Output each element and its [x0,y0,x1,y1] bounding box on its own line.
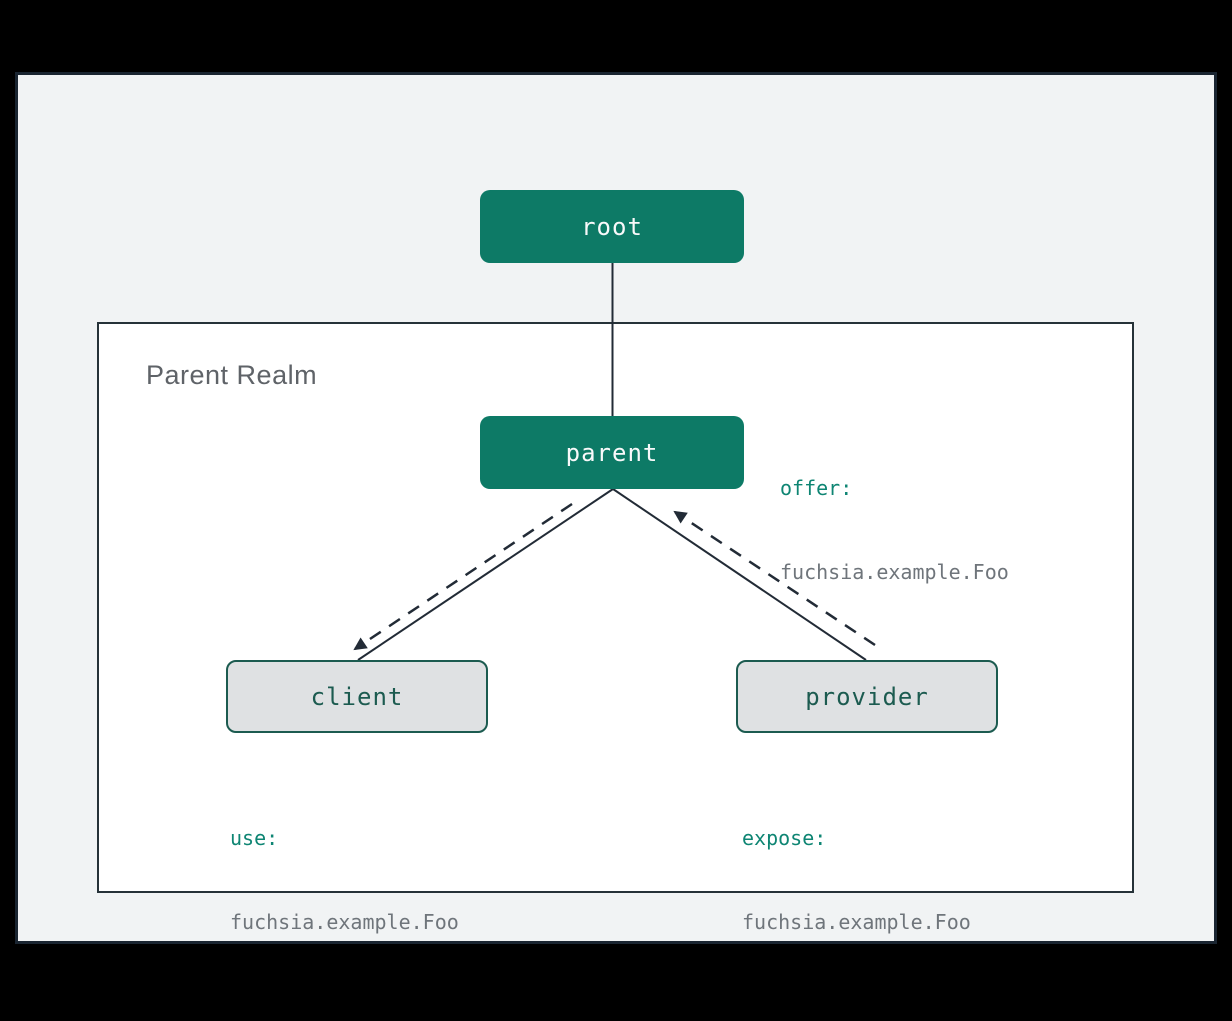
annotation-expose-value: fuchsia.example.Foo [742,910,971,934]
annotation-expose: expose: fuchsia.example.Foo [742,768,971,992]
node-provider: provider [736,660,998,733]
node-provider-label: provider [805,682,929,711]
annotation-offer: offer: fuchsia.example.Foo [780,418,1009,642]
annotation-use-keyword: use: [230,826,279,850]
node-client-label: client [310,682,404,711]
parent-realm-label: Parent Realm [146,360,318,390]
annotation-use: use: fuchsia.example.Foo [230,768,459,992]
node-client: client [226,660,488,733]
annotation-expose-keyword: expose: [742,826,827,850]
node-root-label: root [581,212,643,241]
node-parent-label: parent [565,438,659,467]
annotation-offer-value: fuchsia.example.Foo [780,560,1009,584]
annotation-use-value: fuchsia.example.Foo [230,910,459,934]
annotation-offer-keyword: offer: [780,476,853,500]
node-root: root [480,190,744,263]
node-parent: parent [480,416,744,489]
